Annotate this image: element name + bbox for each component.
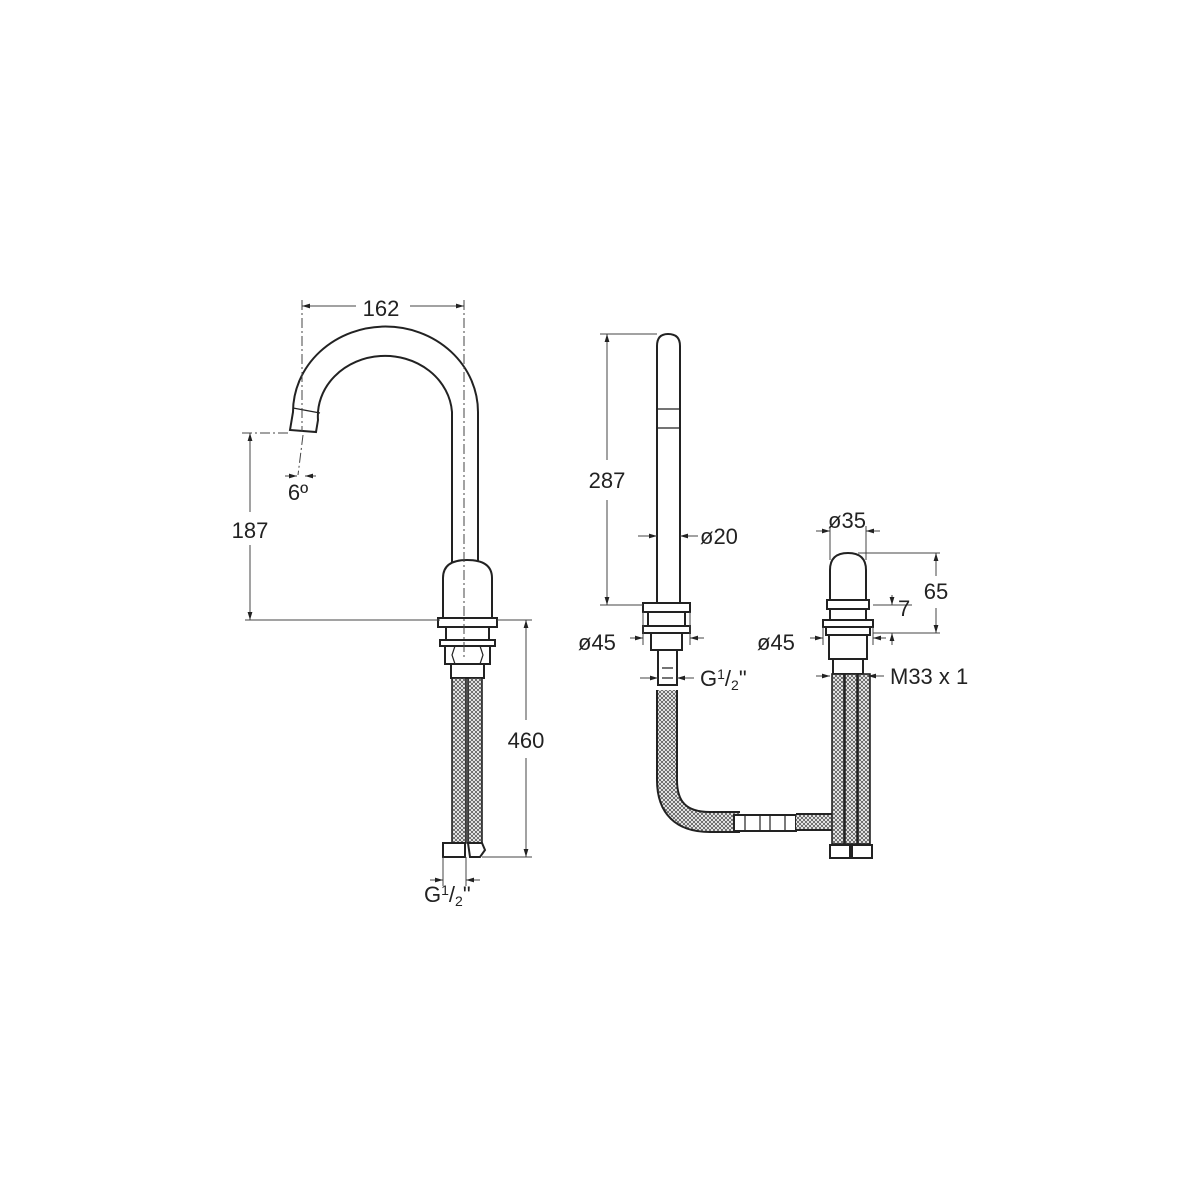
dimension-spout-angle: 6º bbox=[285, 473, 316, 505]
dimension-label: ø45 bbox=[757, 630, 795, 655]
dimension-spout-base-diameter: ø45 bbox=[578, 612, 704, 655]
dimension-spout-height: 287 bbox=[589, 333, 657, 606]
hose-fitting bbox=[851, 844, 873, 859]
base-flange bbox=[437, 617, 498, 628]
dimension-label: 187 bbox=[232, 518, 269, 543]
connecting-hose bbox=[656, 690, 835, 833]
hose-fitting bbox=[829, 844, 851, 859]
dimension-label: M33 x 1 bbox=[890, 664, 968, 689]
dimension-handle-height: 65 bbox=[858, 552, 948, 634]
dimension-label: 7 bbox=[898, 596, 910, 621]
dimension-label: G1/2" bbox=[424, 882, 471, 909]
dimension-label: 287 bbox=[589, 468, 626, 493]
dimension-label: ø45 bbox=[578, 630, 616, 655]
hose-fitting bbox=[442, 842, 466, 858]
dimension-spout-height: 187 bbox=[232, 433, 440, 621]
hose-coupling bbox=[733, 814, 797, 832]
dimension-hose-length: 460 bbox=[482, 619, 545, 858]
straight-spout bbox=[642, 332, 691, 686]
dimension-handle-diameter: ø35 bbox=[816, 508, 880, 560]
spout-body bbox=[437, 558, 498, 679]
dimension-label: ø20 bbox=[700, 524, 738, 549]
left-faucet-view: 162 187 6º 460 G1/2" bbox=[232, 296, 545, 909]
gooseneck-spout bbox=[288, 325, 479, 566]
dimension-handle-base-diameter: ø45 bbox=[757, 627, 886, 655]
base-flange bbox=[642, 602, 691, 613]
right-faucet-view: 287 ø20 ø45 G1/2" ø35 bbox=[578, 332, 968, 859]
handle-valve bbox=[822, 551, 874, 859]
dimension-handle-thread: M33 x 1 bbox=[816, 664, 968, 689]
dimension-connection-thread: G1/2" bbox=[424, 857, 480, 909]
supply-hoses bbox=[442, 677, 487, 858]
dimension-label: G1/2" bbox=[700, 666, 747, 693]
dimension-label: 6º bbox=[288, 480, 308, 505]
dimension-label: 162 bbox=[363, 296, 400, 321]
dimension-spout-diameter: ø20 bbox=[638, 524, 738, 549]
dimension-spout-reach: 162 bbox=[302, 296, 464, 321]
dimension-label: 65 bbox=[924, 579, 948, 604]
dimension-spout-thread: G1/2" bbox=[640, 666, 747, 693]
dimension-flange-height: 7 bbox=[889, 595, 910, 645]
dimension-label: 460 bbox=[508, 728, 545, 753]
dimension-label: ø35 bbox=[828, 508, 866, 533]
hex-nut bbox=[828, 634, 868, 660]
